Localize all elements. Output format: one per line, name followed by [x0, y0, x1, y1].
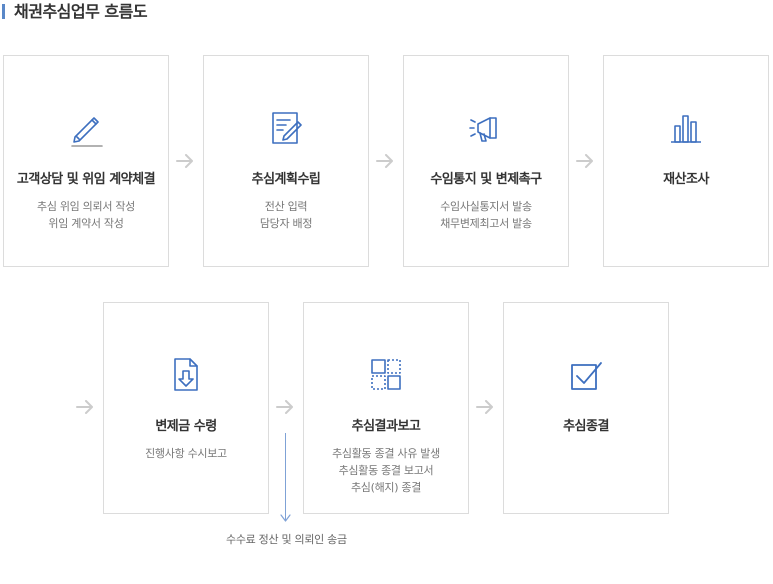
arrow-right-icon — [376, 154, 394, 168]
page-title: 채권추심업무 흐름도 — [14, 2, 148, 21]
settlement-connector-line — [285, 433, 286, 521]
step-description: 추심 위임 의뢰서 작성 위임 계약서 작성 — [4, 198, 168, 232]
title-accent-bar — [2, 4, 5, 19]
arrow-right-icon — [76, 400, 94, 414]
step-description: 진행사항 수시보고 — [104, 445, 268, 462]
step-card-payment-receipt: 변제금 수령 진행사항 수시보고 — [103, 302, 269, 514]
megaphone-icon — [466, 108, 506, 148]
download-document-icon — [166, 355, 206, 395]
step-description: 추심활동 종결 사유 발생 추심활동 종결 보고서 추심(해지) 종결 — [304, 445, 468, 496]
step-title: 재산조사 — [663, 172, 709, 187]
arrow-down-icon — [280, 514, 291, 523]
step-title: 추심종결 — [563, 419, 609, 434]
step-card-notice: 수임통지 및 변제촉구 수임사실통지서 발송 채무변제최고서 발송 — [403, 55, 569, 267]
step-description-line: 위임 계약서 작성 — [48, 217, 124, 230]
step-description-line: 추심활동 종결 사유 발생 — [332, 447, 440, 460]
step-title: 변제금 수령 — [155, 419, 217, 434]
arrow-right-icon — [576, 154, 594, 168]
step-description-line: 담당자 배정 — [259, 217, 313, 230]
step-description-line: 추심활동 종결 보고서 — [338, 464, 434, 477]
step-card-plan: 추심계획수립 전산 입력 담당자 배정 — [203, 55, 369, 267]
arrow-right-icon — [476, 400, 494, 414]
step-title: 추심계획수립 — [251, 172, 321, 187]
step-title: 고객상담 및 위임 계약체결 — [16, 172, 156, 187]
step-description-line: 추심(해지) 종결 — [350, 481, 422, 494]
arrow-right-icon — [276, 400, 294, 414]
step-card-closure: 추심종결 — [503, 302, 669, 514]
step-card-result-report: 추심결과보고 추심활동 종결 사유 발생 추심활동 종결 보고서 추심(해지) … — [303, 302, 469, 514]
step-description: 전산 입력 담당자 배정 — [204, 198, 368, 232]
step-description: 수임사실통지서 발송 채무변제최고서 발송 — [404, 198, 568, 232]
document-edit-icon — [266, 108, 306, 148]
step-card-asset-investigation: 재산조사 — [603, 55, 769, 267]
step-description-line: 수임사실통지서 발송 — [440, 200, 532, 213]
bar-chart-icon — [666, 108, 706, 148]
step-description-line: 채무변제최고서 발송 — [440, 217, 532, 230]
layout-report-icon — [366, 355, 406, 395]
step-description-line: 전산 입력 — [264, 200, 308, 213]
step-title: 추심결과보고 — [351, 419, 421, 434]
settlement-note: 수수료 정산 및 의뢰인 송금 — [226, 533, 347, 546]
step-card-consultation: 고객상담 및 위임 계약체결 추심 위임 의뢰서 작성 위임 계약서 작성 — [3, 55, 169, 267]
arrow-right-icon — [176, 154, 194, 168]
step-description-line: 추심 위임 의뢰서 작성 — [37, 200, 135, 213]
checkbox-icon — [566, 355, 606, 395]
step-description-line: 진행사항 수시보고 — [145, 447, 227, 460]
pencil-icon — [66, 108, 106, 148]
step-title: 수임통지 및 변제촉구 — [430, 172, 542, 187]
